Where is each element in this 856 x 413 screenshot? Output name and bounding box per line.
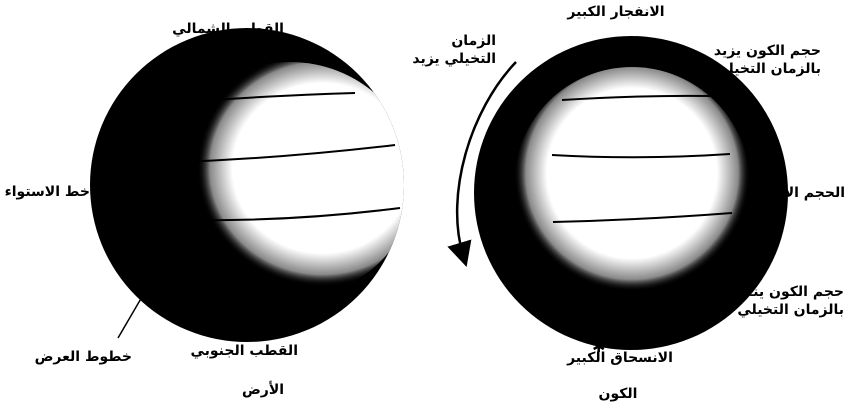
- big-bang-marker-icon: ✱: [607, 39, 620, 58]
- size-decreases-label: حجم الكون ينقص بالزمان التخيلي: [722, 284, 844, 319]
- north-pole-label: القطب الشمالي: [174, 21, 284, 39]
- size-decreases-line2: بالزمان التخيلي: [722, 302, 844, 320]
- imaginary-time-label-line2: التخيلي يزيد: [386, 51, 496, 69]
- size-increases-label: حجم الكون يزيد بالزمان التخيلي: [703, 43, 821, 78]
- imaginary-time-label-line1: الزمان: [386, 33, 496, 51]
- universe-caption: الكون: [593, 386, 643, 404]
- equator-label: خط الاستواء: [6, 184, 90, 202]
- size-decreases-line1: حجم الكون ينقص: [722, 284, 844, 302]
- size-increases-line2: بالزمان التخيلي: [703, 61, 821, 79]
- latitude-pointer-line: [118, 290, 146, 338]
- size-increases-line1: حجم الكون يزيد: [703, 43, 821, 61]
- big-crunch-label: الانسحاق الكبير: [555, 350, 685, 368]
- south-pole-label: القطب الجنوبي: [196, 343, 298, 361]
- latitude-lines-label: خطوط العرض: [46, 349, 132, 367]
- imaginary-time-label: الزمان التخيلي يزيد: [386, 33, 496, 68]
- earth-caption: الأرض: [238, 382, 288, 400]
- big-bang-label: الانفجار الكبير: [556, 4, 676, 22]
- max-size-label: الحجم الأقصى: [745, 185, 845, 203]
- earth-sphere: [90, 28, 415, 342]
